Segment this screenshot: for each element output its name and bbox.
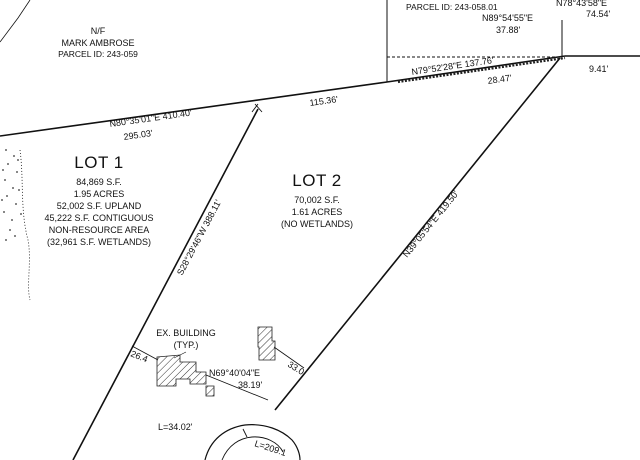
bearing-east-divider: N39°05'54"E 419.50' [401, 188, 461, 259]
stone-wall [397, 56, 566, 84]
north-boundary-line [0, 81, 388, 137]
lot1-upland: 52,002 S.F. UPLAND [57, 201, 142, 211]
dist-29503: 295.03' [123, 128, 154, 142]
dist-11536: 115.36' [309, 94, 339, 108]
lot2-area-sf: 70,002 S.F. [294, 195, 340, 205]
bearing-n78: N78°43'58"E [556, 0, 607, 8]
setback-leader-26 [131, 345, 159, 361]
lot1-title: LOT 1 [74, 153, 123, 172]
neighbor-nf: N/F [91, 26, 106, 36]
neighbor-parcel: PARCEL ID: 243-059 [58, 49, 138, 59]
dist-941: 9.41' [589, 64, 609, 74]
road-curve [204, 424, 301, 460]
lot1-area-sf: 84,869 S.F. [76, 177, 122, 187]
wetland-hatch [1, 149, 31, 301]
lot2-note: (NO WETLANDS) [281, 219, 353, 229]
dist-7454: 74.54' [586, 9, 611, 19]
bearing-north-line: N80°35'01"E 410.40' [109, 108, 193, 129]
road-curve-inner [221, 436, 284, 460]
setback-26: 26.4 [129, 349, 149, 365]
dist-3788: 37.88' [496, 25, 521, 35]
arc-34: L=34.02' [158, 422, 193, 432]
bldg-bearing: N69°40'04"E [209, 368, 260, 378]
lot-divider-east [274, 57, 561, 411]
lot1-contiguous: 45,222 S.F. CONTIGUOUS [44, 213, 153, 223]
bearing-n89: N89°54'55"E [482, 13, 533, 23]
ne-boundary-line [386, 55, 566, 83]
lot2-title: LOT 2 [292, 171, 341, 190]
neighbor-parcel-top: PARCEL ID: 243-058.01 [406, 2, 498, 12]
building-east [257, 326, 276, 361]
building-west [156, 354, 207, 387]
lot1-area-acres: 1.95 ACRES [74, 189, 125, 199]
neighbor-owner: MARK AMBROSE [61, 38, 134, 48]
building-label-line1: EX. BUILDING [156, 328, 216, 338]
label-leader [173, 351, 187, 359]
bldg-dist: 38.19' [238, 380, 263, 390]
arc-209: L=209.1 [253, 438, 287, 458]
lot2-area-acres: 1.61 ACRES [292, 207, 343, 217]
dist-2847: 28.47' [487, 73, 513, 86]
arc-tick [242, 103, 263, 438]
bldg-leader [205, 374, 269, 401]
left-top-curve [0, 0, 31, 43]
building-label-line2: (TYP.) [174, 340, 199, 350]
setback-leader-33 [273, 346, 305, 369]
lot1-wetlands: (32,961 S.F. WETLANDS) [47, 237, 151, 247]
lot1-nonresource: NON-RESOURCE AREA [49, 225, 150, 235]
building-south [205, 385, 215, 397]
bearing-ne-line: N79°52'28"E 137.76' [411, 55, 495, 77]
bearing-west-divider: S28°29'46"W 388.11' [175, 198, 223, 277]
lot-divider-west [72, 108, 259, 460]
